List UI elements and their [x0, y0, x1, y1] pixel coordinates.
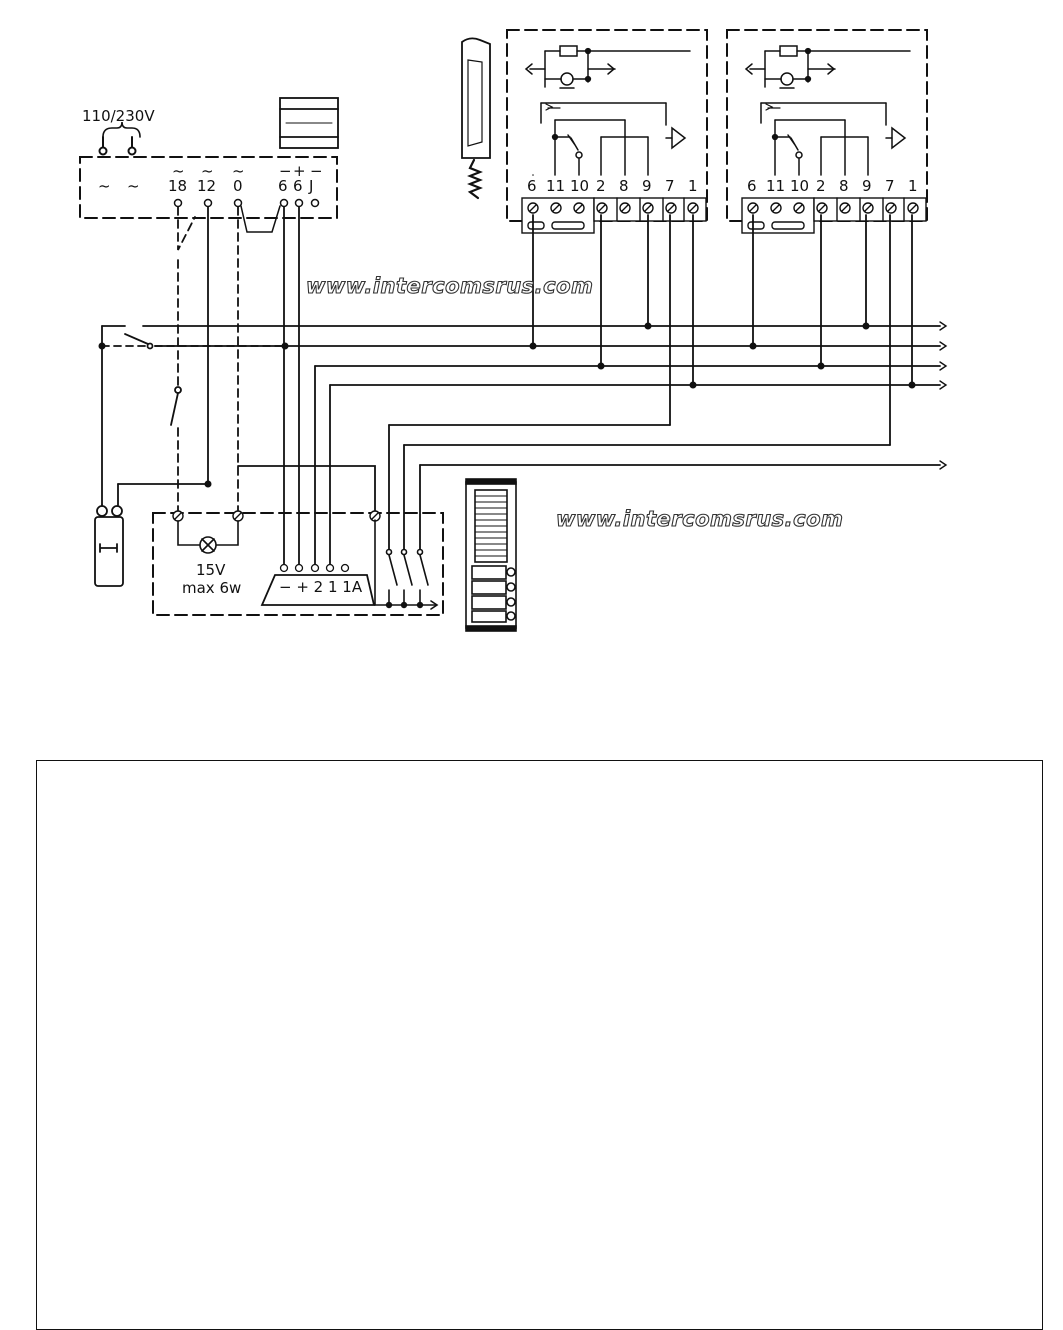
terminal-label: 0	[233, 177, 243, 195]
terminal-label: ~	[127, 177, 140, 195]
handset-terminal-label: 6	[527, 177, 537, 195]
terminal-strip	[741, 197, 927, 234]
door-panel-electronics: 15V max 6w − + 2 1 1A	[152, 510, 444, 616]
bus-wiring	[98, 206, 948, 566]
terminal-polarity: ~	[172, 162, 185, 180]
handset-terminal-label: 8	[619, 177, 629, 195]
handset-terminal-label: 7	[665, 177, 675, 195]
handset-terminal-label: 11	[546, 177, 565, 195]
intercom-wiring-diagram: 110/230V ~ ~ ~ 18 ~ 12 ~ 0 − 6 + 6 − J	[79, 29, 948, 632]
terminal-polarity: +	[293, 162, 306, 180]
handset-terminal-label: 1	[688, 177, 698, 195]
mains-supply: 110/230V	[82, 107, 155, 156]
handset-terminal-label: 9	[862, 177, 872, 195]
lamp-power: max 6w	[182, 579, 241, 597]
terminal-polarity: ~	[232, 162, 245, 180]
lamp-icon	[199, 536, 217, 554]
handset-terminal-label: 7	[885, 177, 895, 195]
door-panel-front-icon	[465, 478, 517, 632]
handset-terminal-label: 2	[816, 177, 826, 195]
handset-unit-left: 6 11 10 2 8 9 7 1	[506, 29, 708, 234]
supply-voltage-label: 110/230V	[82, 107, 155, 125]
handset-icon	[461, 37, 491, 200]
watermark-bottom: www.intercomsrus.com	[556, 507, 843, 531]
terminal-polarity: −	[310, 162, 323, 180]
notes-box	[36, 760, 1043, 1330]
handset-terminal-label: 1	[908, 177, 918, 195]
watermark-top: www.intercomsrus.com	[306, 274, 593, 298]
handset-terminal-label: 10	[570, 177, 589, 195]
handset-terminal-label: 9	[642, 177, 652, 195]
door-lock-icon	[94, 505, 124, 587]
terminal-label: 12	[197, 177, 216, 195]
terminal-label: ~	[98, 177, 111, 195]
handset-terminal-label: 6	[747, 177, 757, 195]
transformer-din-icon	[279, 97, 339, 149]
amplifier-terminal-labels: − + 2 1 1A	[279, 578, 363, 596]
transformer-unit: ~ ~ ~ 18 ~ 12 ~ 0 − 6 + 6 − J	[79, 156, 338, 233]
terminal-strip	[521, 197, 707, 234]
handset-terminal-label: 11	[766, 177, 785, 195]
handset-unit-right: 6 11 10 2 8 9 7 1	[726, 29, 928, 234]
handset-terminal-label: 8	[839, 177, 849, 195]
terminal-label: 18	[168, 177, 187, 195]
handset-terminal-label: 10	[790, 177, 809, 195]
terminal-label: 6	[278, 177, 288, 195]
terminal-label: J	[308, 177, 313, 195]
terminal-polarity: −	[279, 162, 292, 180]
terminal-label: 6	[293, 177, 303, 195]
terminal-polarity: ~	[201, 162, 214, 180]
lamp-voltage: 15V	[196, 561, 226, 579]
handset-terminal-label: 2	[596, 177, 606, 195]
